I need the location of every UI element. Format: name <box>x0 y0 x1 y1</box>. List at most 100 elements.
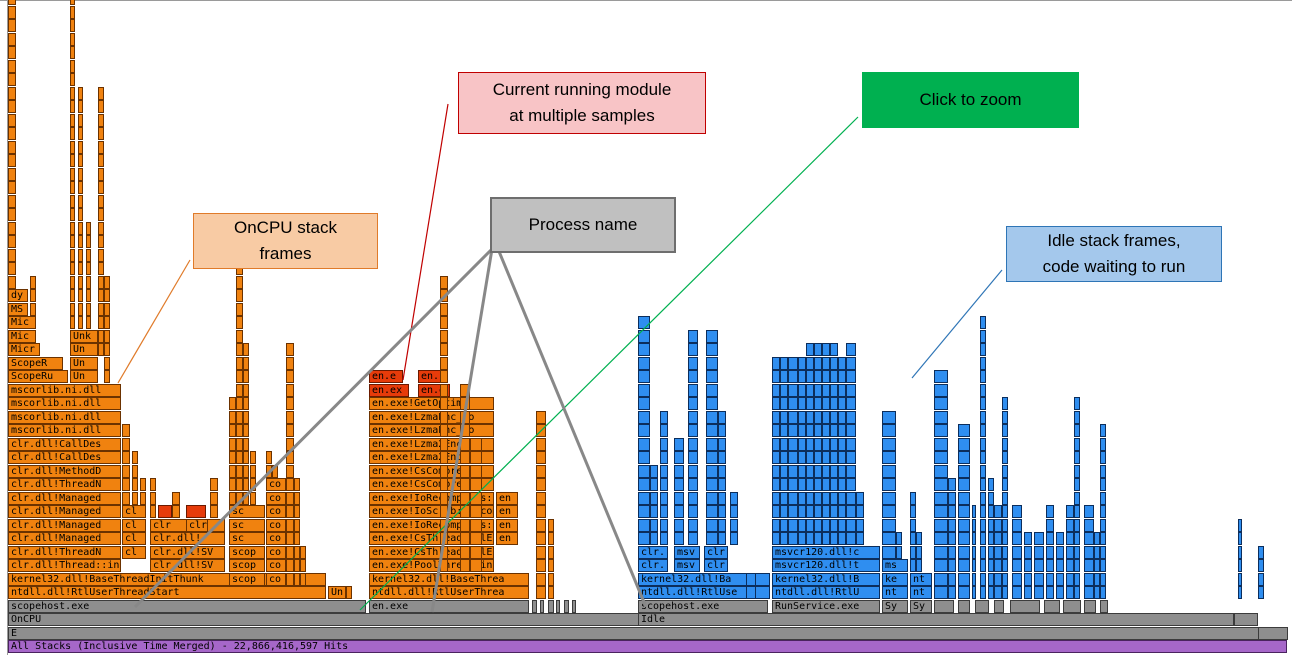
stack-frame[interactable] <box>718 478 726 491</box>
stack-frame[interactable] <box>286 491 294 505</box>
stack-frame[interactable] <box>440 559 448 572</box>
stack-frame[interactable] <box>846 532 856 545</box>
stack-frame[interactable] <box>856 518 864 532</box>
stack-frame[interactable] <box>250 478 256 491</box>
stack-frame[interactable] <box>838 410 846 424</box>
stack-frame[interactable] <box>830 518 838 532</box>
oncpu-frame[interactable]: Un <box>70 343 98 356</box>
stack-frame[interactable] <box>70 262 75 275</box>
process-runservice[interactable]: RunService.exe <box>772 599 880 613</box>
idle-frame[interactable]: clr. <box>638 545 668 559</box>
stack-frame[interactable] <box>730 491 738 505</box>
stack-frame[interactable] <box>440 370 448 383</box>
stack-frame[interactable] <box>78 235 83 248</box>
stack-frame[interactable] <box>846 370 856 383</box>
stack-frame[interactable] <box>78 208 83 221</box>
stack-frame[interactable] <box>86 316 91 329</box>
stack-frame[interactable] <box>772 464 780 478</box>
oncpu-frame[interactable]: clr.dll!SV <box>150 559 225 572</box>
stack-frame[interactable] <box>8 0 16 5</box>
stack-frame[interactable] <box>688 424 698 437</box>
stack-frame[interactable] <box>788 437 798 451</box>
stack-frame[interactable] <box>660 491 668 505</box>
process-scopehost-idle[interactable]: scopehost.exe <box>638 599 768 613</box>
stack-frame[interactable] <box>916 559 922 572</box>
stack-frame[interactable] <box>236 464 243 478</box>
stack-frame[interactable] <box>8 181 16 194</box>
oncpu-frame[interactable]: ntdll.dll!RtlUserThreadStart <box>8 586 326 599</box>
stack-frame[interactable] <box>814 437 822 451</box>
stack-frame[interactable] <box>718 464 726 478</box>
stack-frame[interactable] <box>882 518 896 532</box>
stack-frame[interactable] <box>70 235 75 248</box>
stack-frame[interactable] <box>1034 572 1044 586</box>
stack-frame[interactable] <box>910 518 916 532</box>
stack-frame[interactable] <box>1238 532 1242 545</box>
stack-frame[interactable] <box>1046 572 1054 586</box>
stack-frame[interactable] <box>1063 599 1081 613</box>
stack-frame[interactable] <box>934 545 948 559</box>
stack-frame[interactable] <box>846 518 856 532</box>
stack-frame[interactable] <box>440 397 448 410</box>
idle-frame[interactable]: msvcr120.dll!c <box>772 545 880 559</box>
stack-frame[interactable] <box>814 397 822 410</box>
stack-frame[interactable] <box>780 410 788 424</box>
stack-frame[interactable] <box>556 599 560 613</box>
stack-frame[interactable] <box>838 464 846 478</box>
stack-frame[interactable] <box>229 464 236 478</box>
stack-frame[interactable] <box>958 491 970 505</box>
stack-frame[interactable] <box>98 248 104 262</box>
stack-frame[interactable] <box>460 491 470 505</box>
stack-frame[interactable] <box>718 532 726 545</box>
stack-frame[interactable] <box>688 329 698 343</box>
stack-frame[interactable] <box>638 478 650 491</box>
idle-frame[interactable]: clr. <box>638 559 668 572</box>
stack-frame[interactable] <box>229 491 236 505</box>
stack-frame[interactable] <box>70 140 75 154</box>
stack-frame[interactable] <box>948 572 956 586</box>
stack-frame[interactable] <box>8 235 16 248</box>
stack-frame[interactable] <box>86 302 91 316</box>
stack-frame[interactable] <box>98 167 104 181</box>
stack-frame[interactable] <box>980 329 986 343</box>
stack-frame[interactable] <box>1012 586 1022 599</box>
stack-frame[interactable] <box>532 599 537 613</box>
stack-frame[interactable] <box>660 478 668 491</box>
stack-frame[interactable] <box>536 545 546 559</box>
stack-frame[interactable] <box>830 356 838 370</box>
stack-frame[interactable] <box>822 491 830 505</box>
stack-frame[interactable] <box>806 424 814 437</box>
stack-frame[interactable] <box>1002 545 1008 559</box>
stack-frame[interactable] <box>1056 572 1064 586</box>
idle-frame[interactable]: msv <box>674 559 700 572</box>
stack-frame[interactable] <box>1056 545 1064 559</box>
oncpu-frame[interactable]: co <box>266 491 286 505</box>
stack-frame[interactable] <box>440 464 448 478</box>
stack-frame[interactable] <box>243 343 249 356</box>
stack-frame[interactable] <box>440 451 448 464</box>
stack-frame[interactable] <box>1074 572 1080 586</box>
stack-frame[interactable] <box>286 370 294 383</box>
stack-frame[interactable] <box>30 289 36 302</box>
oncpu-frame[interactable]: co <box>266 505 286 518</box>
stack-frame[interactable] <box>1074 518 1080 532</box>
idle-frame[interactable]: clr <box>704 559 728 572</box>
stack-frame[interactable] <box>460 437 470 451</box>
idle-frame[interactable]: nt <box>882 586 908 599</box>
stack-frame[interactable] <box>934 505 948 518</box>
stack-frame[interactable] <box>1074 586 1080 599</box>
stack-frame[interactable] <box>688 491 698 505</box>
stack-frame[interactable] <box>8 248 16 262</box>
oncpu-frame[interactable]: Un <box>328 586 346 599</box>
stack-frame[interactable] <box>70 316 75 329</box>
stack-frame[interactable] <box>460 478 470 491</box>
process-en[interactable]: en.exe <box>369 599 529 613</box>
stack-frame[interactable] <box>8 140 16 154</box>
stack-frame[interactable] <box>70 154 75 167</box>
oncpu-frame[interactable]: co <box>266 518 286 532</box>
stack-frame[interactable] <box>882 545 896 559</box>
stack-frame[interactable] <box>718 505 726 518</box>
stack-frame[interactable] <box>78 140 83 154</box>
stack-frame[interactable] <box>798 424 806 437</box>
stack-frame[interactable] <box>98 221 104 235</box>
